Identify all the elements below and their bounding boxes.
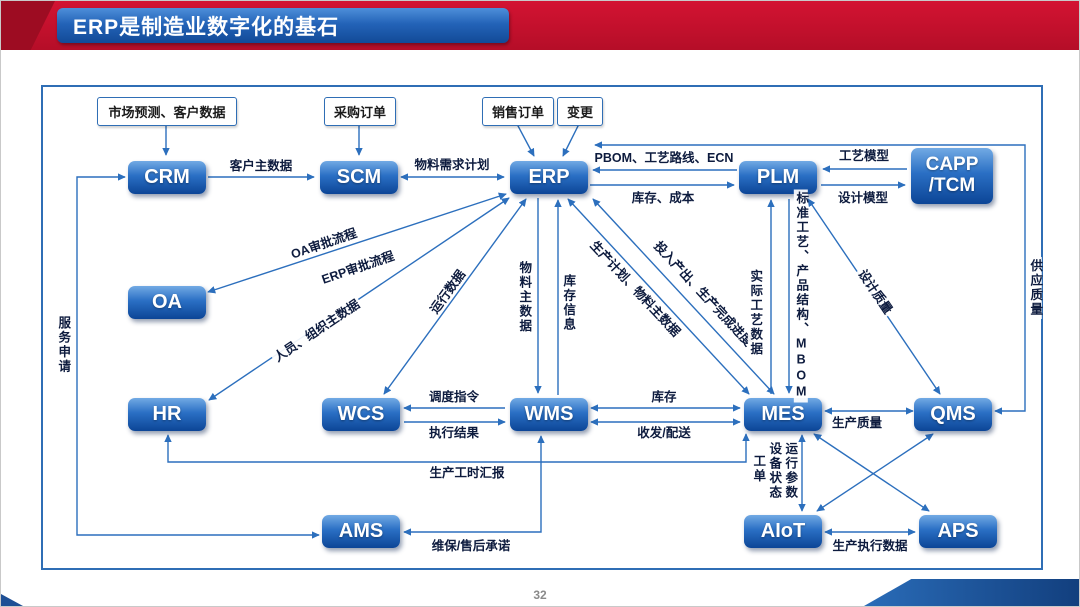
node-erp: ERP: [510, 161, 588, 194]
node-wms: WMS: [510, 398, 588, 431]
source-purchase-order: 采购订单: [324, 97, 396, 126]
node-plm: PLM: [739, 161, 817, 194]
node-capp-tcm: CAPP /TCM: [911, 148, 993, 204]
label-inventory-cost: 库存、成本: [629, 190, 697, 206]
label-process-model: 工艺模型: [836, 148, 892, 164]
label-production-quality: 生产质量: [829, 415, 885, 431]
node-ams: AMS: [322, 515, 400, 548]
node-oa: OA: [128, 286, 206, 319]
label-execution-result: 执行结果: [426, 425, 482, 441]
node-capp-line1: CAPP: [925, 154, 979, 176]
label-material-master-data: 物料主数据: [516, 258, 532, 336]
label-mrp-plan: 物料需求计划: [412, 157, 492, 173]
label-operating-params: 运行参数: [782, 440, 798, 502]
label-inventory-info: 库存信息: [560, 272, 576, 334]
label-standard-process-mbom: 标准工艺、产品结构、MBOM: [793, 189, 809, 403]
label-actual-process-data: 实际工艺数据: [747, 267, 763, 359]
label-inventory: 库存: [649, 389, 679, 405]
node-crm: CRM: [128, 161, 206, 194]
page-number: 32: [533, 588, 547, 602]
node-scm: SCM: [320, 161, 398, 194]
label-pbom-route-ecn: PBOM、工艺路线、ECN: [592, 150, 736, 166]
node-wcs: WCS: [322, 398, 400, 431]
node-capp-line2: /TCM: [928, 175, 976, 196]
corner-decoration-right: [864, 579, 1079, 606]
label-design-model: 设计模型: [835, 190, 891, 206]
label-production-exec-data: 生产执行数据: [830, 538, 910, 554]
label-service-request: 服务申请: [55, 314, 71, 376]
label-work-hours-report: 生产工时汇报: [427, 465, 507, 481]
source-market-forecast: 市场预测、客户数据: [97, 97, 237, 126]
diagram-canvas: [41, 85, 1043, 570]
label-supply-quality: 供应质量: [1027, 257, 1043, 319]
label-equipment-status: 设备状态: [766, 440, 782, 502]
node-aiot: AIoT: [744, 515, 822, 548]
label-work-order: 工单: [750, 452, 766, 486]
node-qms: QMS: [914, 398, 992, 431]
node-mes: MES: [744, 398, 822, 431]
page-title: ERP是制造业数字化的基石: [57, 8, 509, 43]
label-receive-deliver: 收发/配送: [635, 425, 693, 441]
label-dispatch-command: 调度指令: [426, 389, 482, 405]
node-hr: HR: [128, 398, 206, 431]
label-customer-master-data: 客户主数据: [227, 158, 295, 174]
source-change: 变更: [557, 97, 603, 126]
source-sales-order: 销售订单: [482, 97, 554, 126]
label-maintenance-promise: 维保/售后承诺: [429, 538, 513, 554]
header-band: ERP是制造业数字化的基石: [1, 1, 1079, 50]
node-aps: APS: [919, 515, 997, 548]
